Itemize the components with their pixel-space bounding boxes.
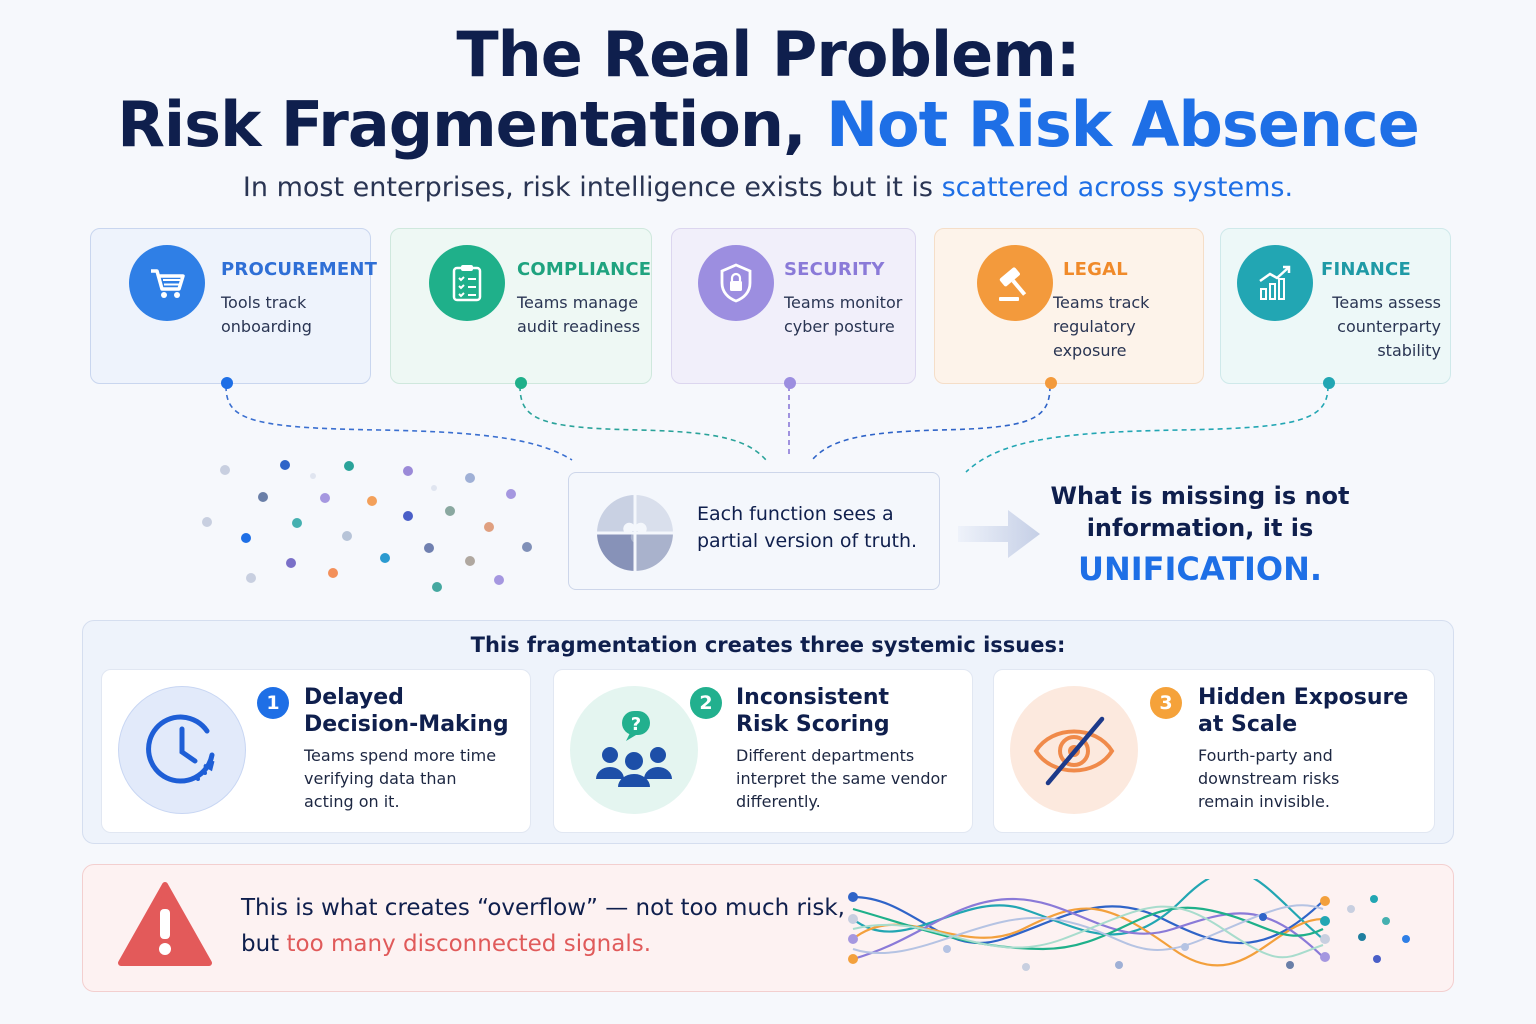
team-question-icon: ? [570, 686, 698, 814]
missing-statement: What is missing is not information, it i… [1050, 482, 1350, 542]
growth-chart-icon [1237, 245, 1313, 321]
overflow-panel: This is what creates “overflow” — not to… [82, 864, 1454, 992]
issue-number-badge: 1 [257, 687, 289, 719]
eye-slash-icon [1010, 686, 1138, 814]
issue-desc: Teams spend more time verifying data tha… [304, 746, 497, 811]
subtitle-accent-text: scattered across systems. [941, 172, 1294, 203]
clock-icon [118, 686, 246, 814]
connector-dot [784, 377, 796, 389]
issue-desc: Different departments interpret the same… [736, 746, 947, 811]
title-accent-text: Not Risk Absence [826, 88, 1420, 161]
issues-panel: This fragmentation creates three systemi… [82, 620, 1454, 844]
overflow-line2-accent: too many disconnected signals. [286, 931, 652, 957]
card-title: SECURITY [784, 259, 885, 280]
issues-heading: This fragmentation creates three systemi… [470, 633, 1066, 657]
connector-dot [1045, 377, 1057, 389]
connector-dot [221, 377, 233, 389]
card-desc: Teams track regulatory exposure [1053, 293, 1150, 360]
overflow-line1: This is what creates “overflow” — not to… [241, 895, 845, 921]
title-main-text: Risk Fragmentation, [117, 88, 827, 161]
shield-lock-icon [698, 245, 774, 321]
issue-number-badge: 2 [690, 687, 722, 719]
card-desc: Teams assess counterparty stability [1332, 293, 1441, 360]
overflow-line2: but too many disconnected signals. [241, 931, 651, 957]
card-desc: Teams manage audit readiness [517, 293, 641, 336]
page-title-line1: The Real Problem: [456, 18, 1080, 91]
card-title: COMPLIANCE [517, 259, 652, 280]
issue-card-delayed: 1 Delayed Decision-Making Teams spend mo… [101, 669, 531, 833]
scattered-signal-dots [202, 460, 532, 592]
card-desc: Teams monitor cyber posture [784, 293, 903, 336]
gavel-icon [977, 245, 1053, 321]
warning-triangle-icon [118, 882, 212, 966]
subtitle-main-text: In most enterprises, risk intelligence e… [242, 172, 942, 203]
clipboard-checklist-icon [429, 245, 505, 321]
page-title-line2: Risk Fragmentation, Not Risk Absence [0, 88, 1536, 161]
partial-truth-text: Each function sees a partial version of … [697, 503, 918, 552]
card-title: FINANCE [1321, 259, 1411, 280]
issue-desc: Fourth-party and downstream risks remain… [1198, 746, 1340, 811]
issue-card-inconsistent: ? 2 Inconsistent Risk Scoring Different … [553, 669, 973, 833]
card-desc: Tools track onboarding [221, 293, 312, 336]
tangled-signals-graphic [848, 879, 1410, 971]
unification-text: UNIFICATION. [1077, 550, 1323, 588]
card-title: PROCUREMENT [221, 259, 378, 280]
overflow-line2-main: but [241, 931, 287, 957]
partial-truth-box: Each function sees a partial version of … [568, 472, 940, 590]
issue-title: Delayed Decision-Making [304, 685, 509, 737]
issue-card-hidden-exposure: 3 Hidden Exposure at Scale Fourth-party … [993, 669, 1435, 833]
card-finance: FINANCE Teams assess counterparty stabil… [1220, 228, 1451, 389]
card-title: LEGAL [1063, 259, 1128, 280]
connector-dot [1323, 377, 1335, 389]
shopping-cart-icon [129, 245, 205, 321]
card-compliance: COMPLIANCE Teams manage audit readiness [390, 228, 652, 389]
puzzle-icon [597, 495, 673, 571]
card-security: SECURITY Teams monitor cyber posture [671, 228, 916, 389]
card-procurement: PROCUREMENT Tools track onboarding [90, 228, 377, 389]
card-legal: LEGAL Teams track regulatory exposure [934, 228, 1204, 389]
issue-title: Hidden Exposure at Scale [1198, 685, 1409, 737]
issue-title: Inconsistent Risk Scoring [736, 685, 890, 737]
arrow-right-icon [958, 510, 1040, 558]
svg-text:?: ? [631, 714, 641, 735]
connector-dot [515, 377, 527, 389]
issue-number-badge: 3 [1150, 687, 1182, 719]
subtitle: In most enterprises, risk intelligence e… [0, 172, 1536, 203]
